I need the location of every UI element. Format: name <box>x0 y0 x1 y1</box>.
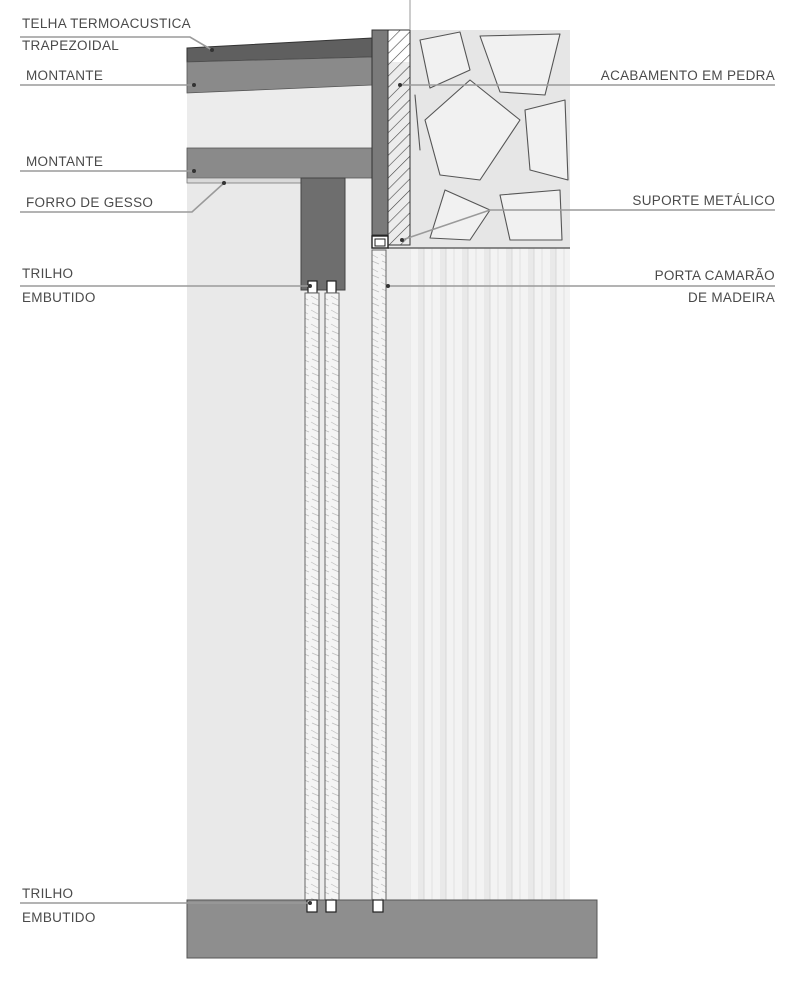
pivot-door-edge <box>371 249 387 901</box>
interior-wall-lower <box>187 180 302 900</box>
label-forro: FORRO DE GESSO <box>26 195 153 210</box>
label-montante-mid: MONTANTE <box>26 154 103 169</box>
label-montante-top: MONTANTE <box>26 68 103 83</box>
track-slot-2 <box>326 280 337 294</box>
floor-track-1 <box>306 899 318 913</box>
sliding-panel-2 <box>324 292 340 901</box>
label-suporte: SUPORTE METÁLICO <box>632 193 775 208</box>
floor-track-3 <box>372 899 384 913</box>
label-trilho-bottom-line1: TRILHO <box>22 886 73 901</box>
wooden-pivot-door <box>410 248 570 900</box>
metal-support-inner <box>374 238 386 247</box>
label-porta-line1: PORTA CAMARÃO <box>655 268 775 283</box>
leader-dots <box>192 48 404 905</box>
label-telha-line2: TRAPEZOIDAL <box>22 38 119 53</box>
metal-column <box>371 29 389 236</box>
label-trilho-top-line1: TRILHO <box>22 266 73 281</box>
label-telha-line1: TELHA TERMOACUSTICA <box>22 16 191 31</box>
floor-slab <box>186 899 598 959</box>
middle-beam <box>186 147 374 179</box>
hatched-backing <box>387 29 411 246</box>
sliding-panel-1 <box>304 292 320 901</box>
stone-finish <box>410 30 570 248</box>
label-acabamento: ACABAMENTO EM PEDRA <box>601 68 775 83</box>
label-trilho-top-line2: EMBUTIDO <box>22 290 96 305</box>
leader-lines <box>20 36 775 904</box>
label-porta-line2: DE MADEIRA <box>688 290 775 305</box>
track-head-block <box>300 177 346 291</box>
floor-track-2 <box>325 899 337 913</box>
label-trilho-bottom-line2: EMBUTIDO <box>22 910 96 925</box>
gypsum-ceiling <box>186 177 302 184</box>
